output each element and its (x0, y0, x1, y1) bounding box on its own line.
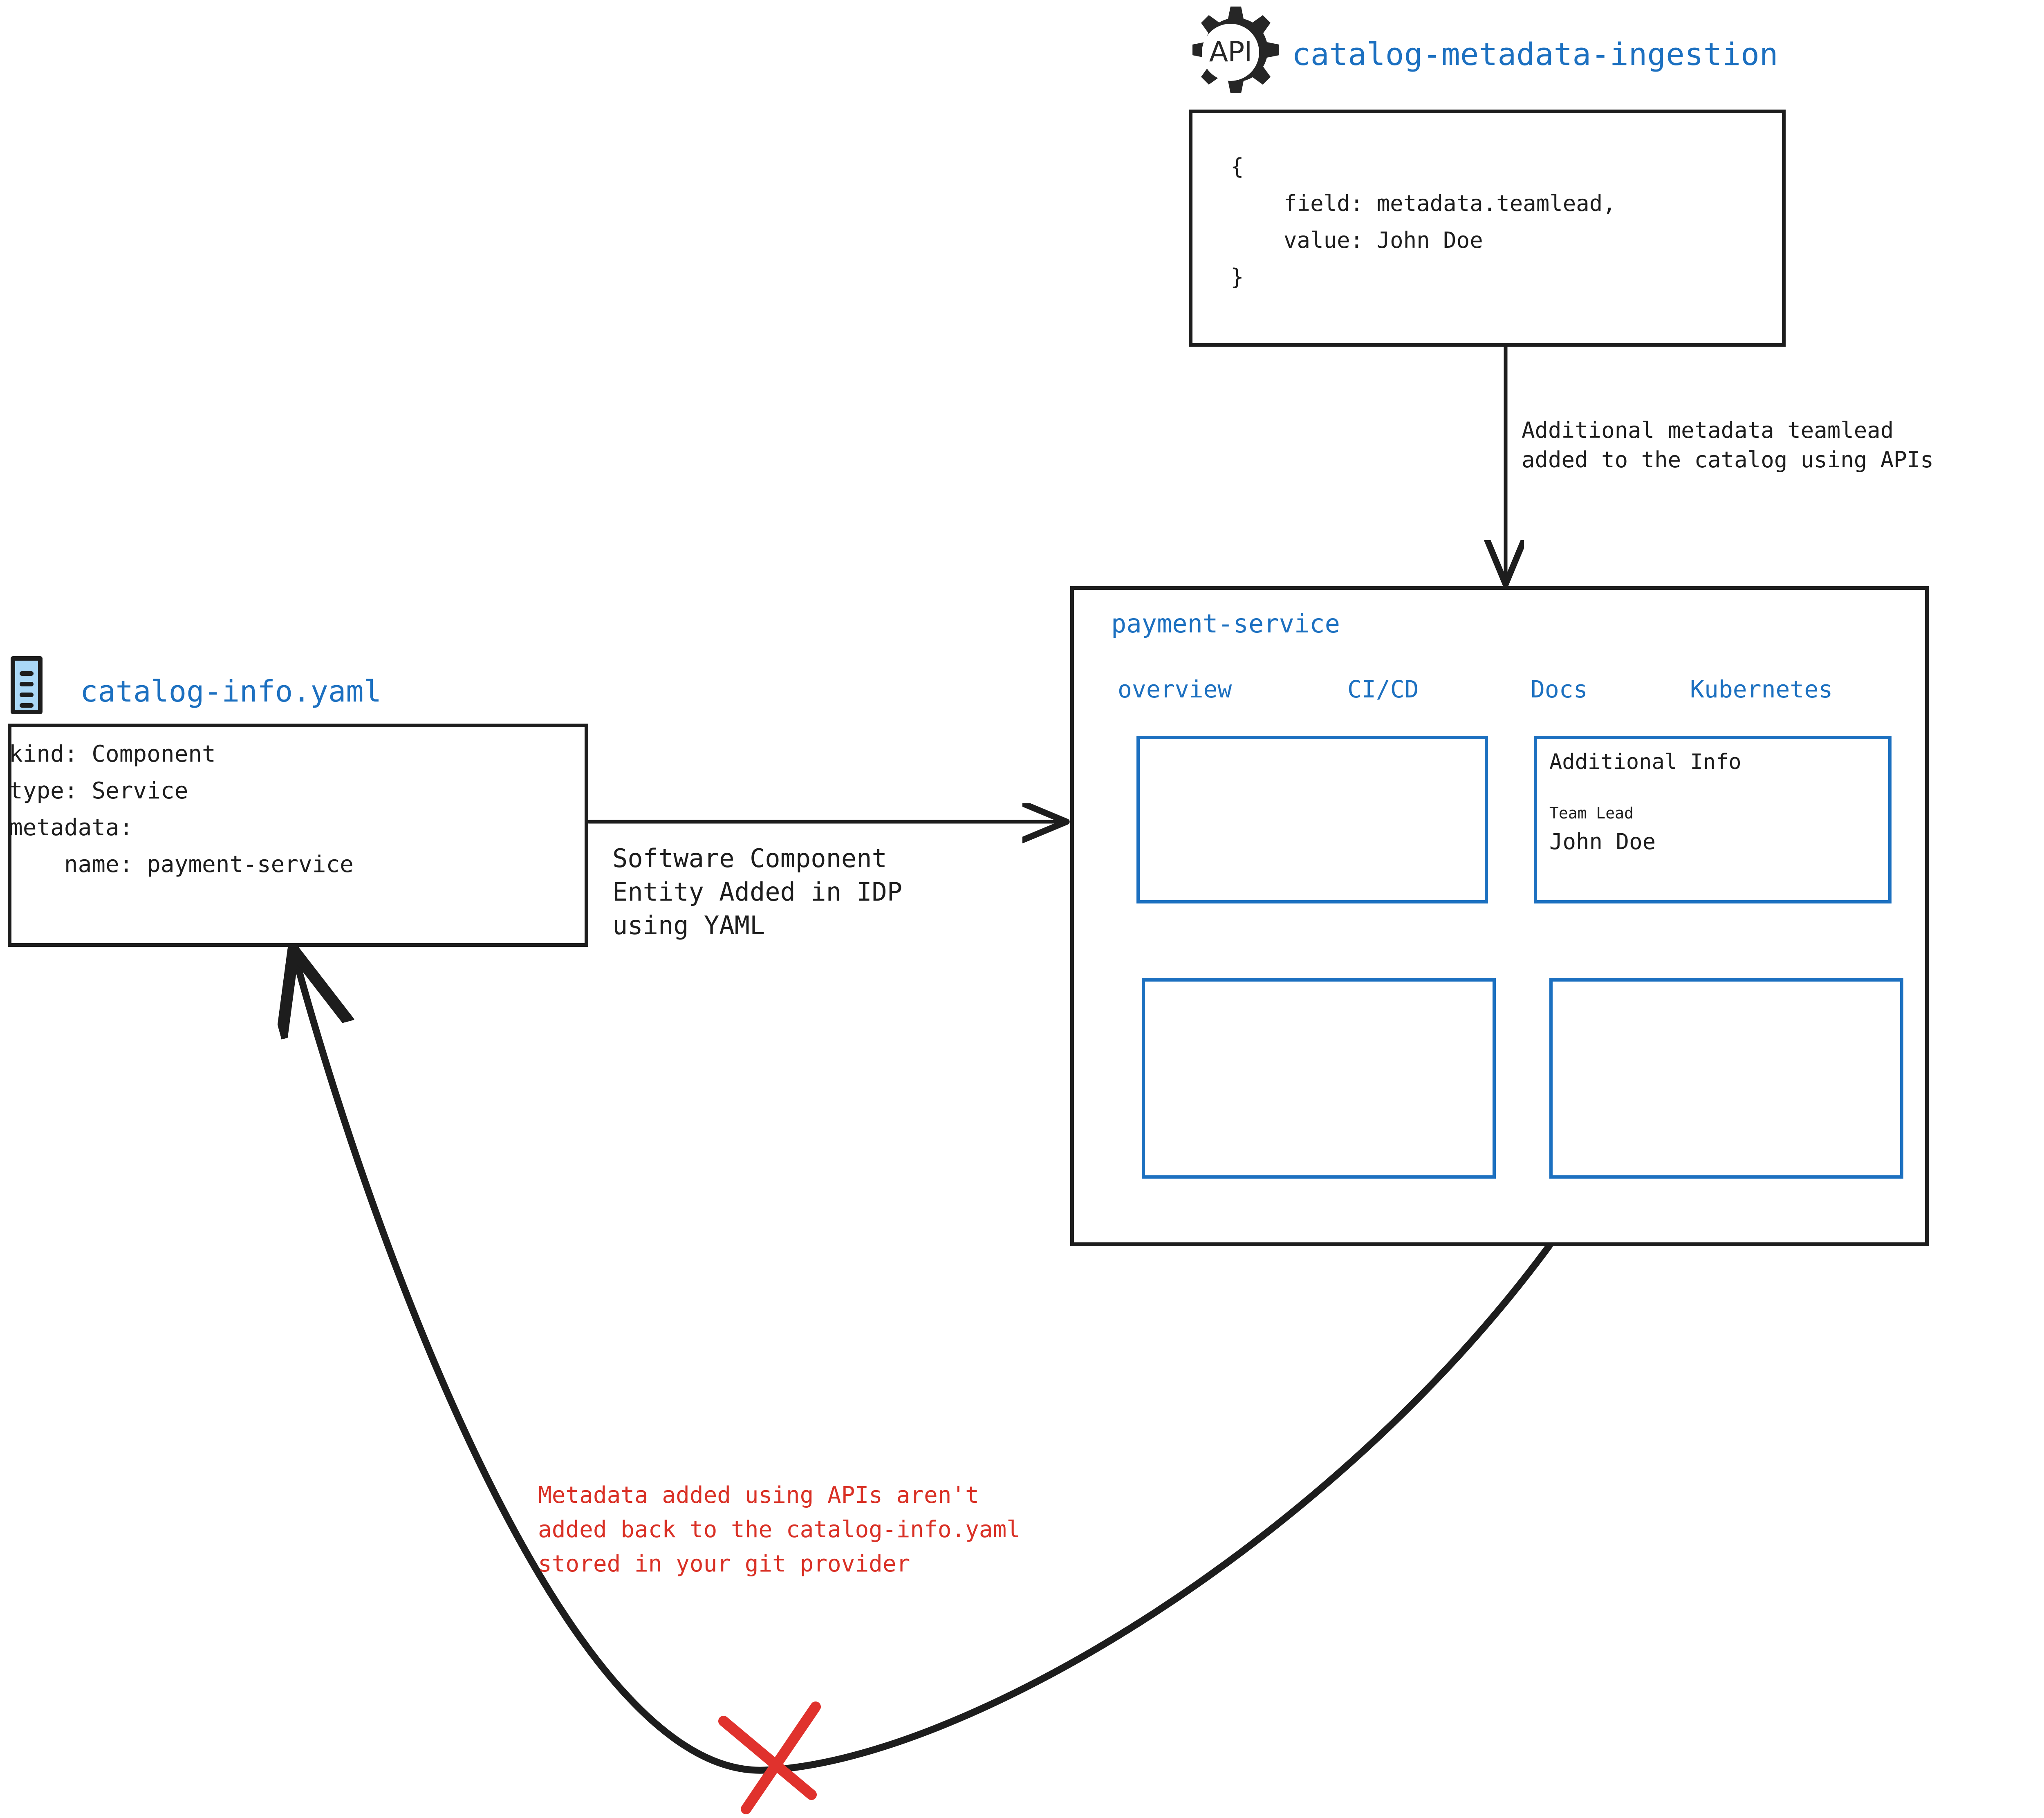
edge-panel-to-yaml-label-line-1: added back to the catalog-info.yaml (538, 1516, 1021, 1543)
tab-kubernetes[interactable]: Kubernetes (1690, 675, 1833, 703)
svg-text:API: API (1209, 36, 1252, 68)
tab-cicd[interactable]: CI/CD (1347, 675, 1419, 703)
card-additional-info-heading: Additional Info (1549, 750, 1741, 774)
card-bottom-right-empty[interactable] (1549, 978, 1903, 1179)
api-payload-line-2: value: John Doe (1230, 227, 1483, 253)
yaml-content-line-2: metadata: (9, 814, 133, 841)
card-additional-info[interactable] (1534, 736, 1892, 903)
yaml-icon-line (20, 693, 34, 697)
edge-panel-to-yaml-label-line-2: stored in your git provider (538, 1551, 910, 1577)
yaml-content-line-1: type: Service (9, 778, 188, 804)
yaml-icon-line (20, 703, 34, 708)
edge-yaml-to-panel-label-line-0: Software Component (612, 843, 887, 873)
edge-api-to-panel-label-line-0: Additional metadata teamlead (1522, 417, 1894, 443)
api-payload-line-3: } (1230, 264, 1244, 290)
red-cross-icon (718, 1701, 821, 1814)
yaml-icon-line (20, 671, 34, 676)
yaml-content-line-3: name: payment-service (9, 851, 354, 878)
edge-api-to-panel-label-line-1: added to the catalog using APIs (1522, 447, 1934, 473)
edge-panel-to-yaml-label-line-0: Metadata added using APIs aren't (538, 1482, 979, 1509)
yaml-content-line-0: kind: Component (9, 741, 216, 767)
api-payload-line-1: field: metadata.teamlead, (1230, 191, 1616, 216)
api-payload-box (1189, 110, 1786, 347)
card-additional-info-value: John Doe (1549, 829, 1656, 854)
api-gear-icon: API (1192, 7, 1279, 93)
card-bottom-left-empty[interactable] (1142, 978, 1496, 1179)
edge-yaml-to-panel-label-line-2: using YAML (612, 910, 765, 940)
tab-overview[interactable]: overview (1118, 675, 1232, 703)
yaml-node-title: catalog-info.yaml (80, 674, 381, 708)
yaml-content-box (8, 724, 588, 947)
api-payload-line-0: { (1230, 154, 1244, 179)
panel-title: payment-service (1111, 609, 1340, 639)
yaml-file-icon (11, 656, 43, 714)
edge-yaml-to-panel-label-line-1: Entity Added in IDP (612, 877, 903, 907)
card-additional-info-key: Team Lead (1549, 804, 1634, 822)
yaml-icon-line (20, 682, 34, 686)
tab-docs[interactable]: Docs (1531, 675, 1588, 703)
card-overview-empty[interactable] (1136, 736, 1488, 903)
api-node-title: catalog-metadata-ingestion (1292, 36, 1778, 72)
